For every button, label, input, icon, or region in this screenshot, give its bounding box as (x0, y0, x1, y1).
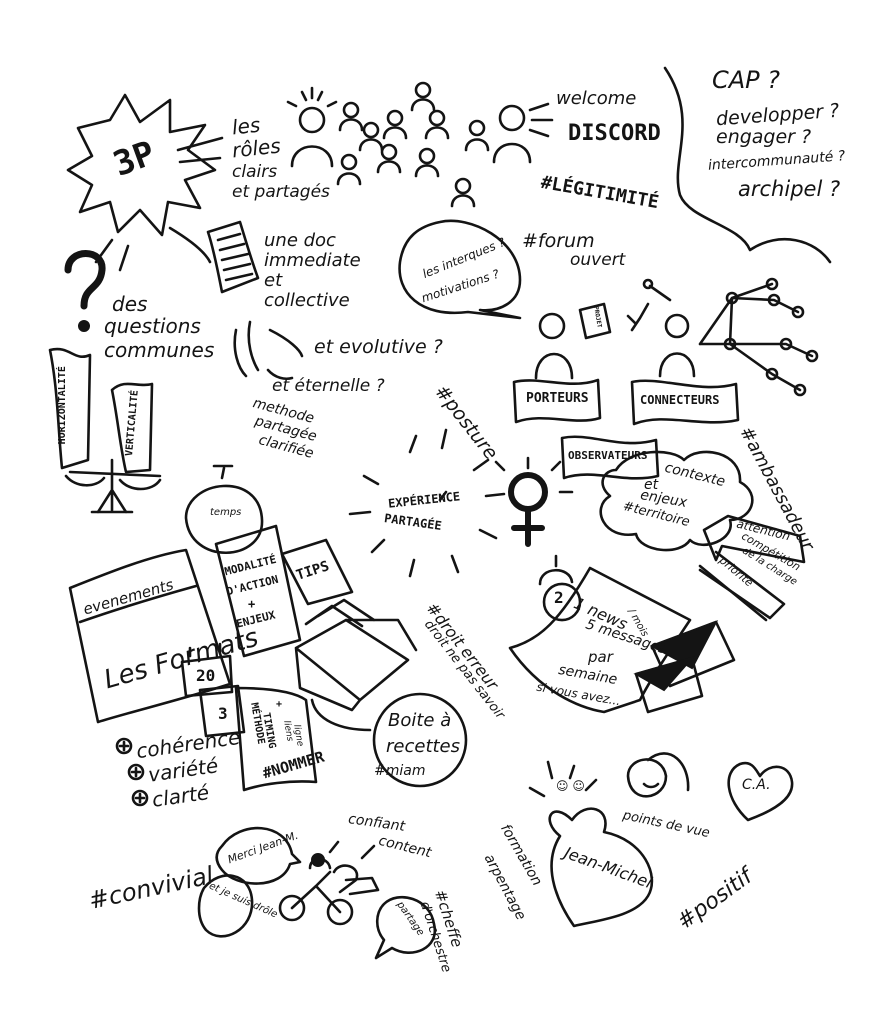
observateurs-banner (560, 435, 660, 480)
cap-item-2: engager ? (716, 126, 812, 148)
questions-text-3: communes (104, 338, 215, 362)
cap-title: CAP ? (712, 66, 781, 94)
roles-text-3: clairs (232, 162, 278, 182)
question-mark-icon (64, 250, 106, 310)
connecteurs-banner (630, 379, 740, 426)
modalite-text-3: + (248, 597, 256, 611)
drole-bubble (197, 874, 254, 938)
jean-heart (548, 807, 654, 928)
calendar-icon (180, 642, 234, 698)
forum-tag-1: #forum (522, 230, 595, 252)
network-icon (642, 277, 819, 397)
roles-text-4: et partagés (232, 182, 330, 202)
porteurs-banner (512, 378, 602, 424)
cloud-text-2: et (644, 477, 659, 493)
doc-text-3: et (264, 270, 283, 291)
calendar-date-2: 3 (218, 704, 228, 723)
horizontalite-label: HORIZONTALITÉ (56, 366, 68, 445)
crowd-icon (286, 81, 554, 208)
context-cloud (599, 450, 754, 552)
timer-text: temps (210, 507, 242, 518)
welcome-text: welcome (556, 88, 637, 109)
cap-frame (663, 66, 832, 264)
discord-text: DISCORD (568, 121, 661, 146)
sun-burst-icon (66, 93, 217, 237)
boite-text-1: Boite à (388, 710, 452, 731)
formats-card (68, 548, 232, 724)
timer2-text: 2 (554, 588, 564, 607)
boite-circle (372, 692, 468, 788)
ca-text: C.A. (742, 777, 771, 793)
questions-text-2: questions (104, 314, 201, 338)
tips-card (280, 538, 354, 606)
smile-text: ☺ ☺ (556, 779, 585, 793)
boite-text-2: recettes (386, 736, 461, 757)
connecteurs-label: CONNECTEURS (640, 393, 720, 407)
observateurs-label: OBSERVATEURS (568, 449, 648, 462)
ca-heart (727, 761, 794, 822)
doc-text-2: immediate (264, 250, 361, 271)
cyclist-icon (278, 840, 380, 926)
merci-bubble (215, 826, 302, 885)
balance-scale-icon (48, 347, 162, 514)
forum-tag-2: ouvert (570, 250, 626, 270)
modalite-card (214, 524, 302, 658)
calendar-date-1: 20 (196, 666, 216, 685)
miam-tag: #miam (374, 763, 426, 779)
methode-card-3: + (276, 699, 283, 710)
doc-page-icon (206, 220, 260, 294)
cap-item-4: archipel ? (738, 177, 841, 201)
female-symbol-icon (494, 456, 574, 547)
questions-text-1: des (112, 292, 148, 316)
doc-text-4: collective (264, 290, 350, 311)
eternelle-text: et éternelle ? (272, 376, 385, 396)
roles-text-2: rôles (230, 133, 282, 163)
speech-bubble (398, 219, 522, 320)
partage-bubble (374, 895, 437, 960)
porteurs-label: PORTEURS (526, 391, 589, 406)
methode-card (234, 686, 318, 792)
evolutive-text: et evolutive ? (314, 336, 443, 358)
news-text-4: par (588, 648, 613, 666)
stopwatch-icon (184, 464, 264, 554)
experience-rays (348, 428, 506, 578)
recipe-box-icon (294, 598, 418, 712)
face-icon (626, 752, 690, 798)
doc-text-1: une doc (264, 230, 336, 251)
